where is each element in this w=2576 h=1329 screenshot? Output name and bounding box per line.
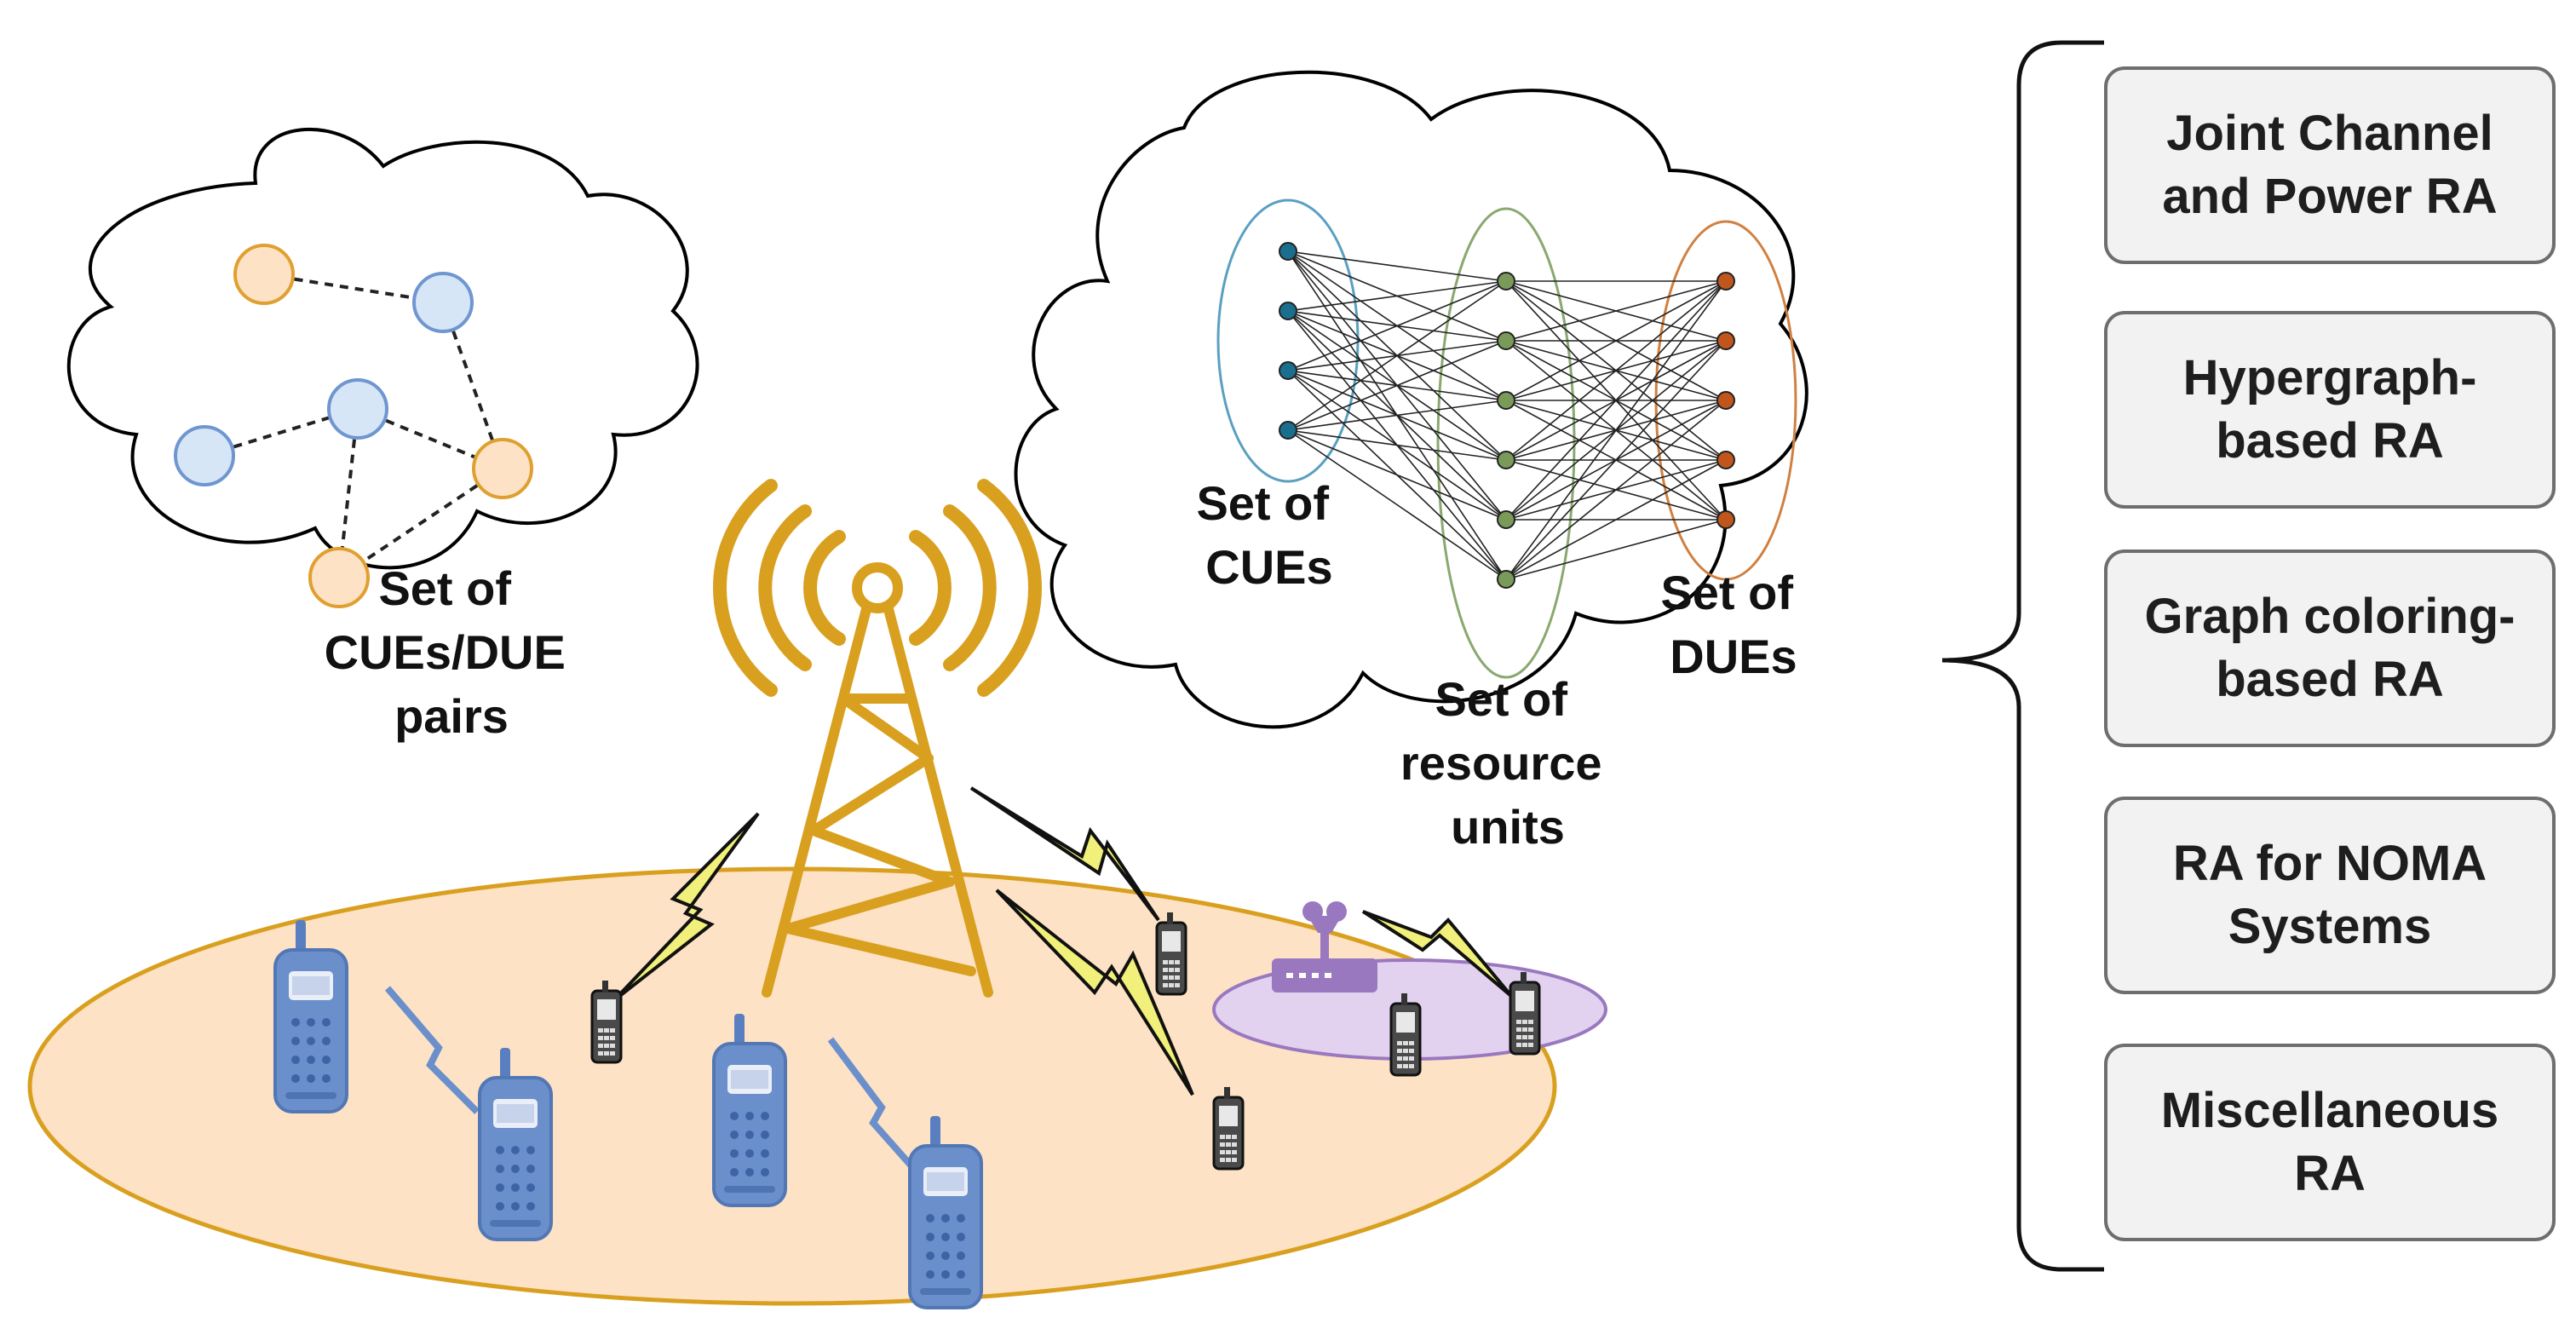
- ra-category-graph-coloring: Graph coloring-based RA: [2104, 549, 2556, 747]
- network-edge: [1287, 429, 1507, 461]
- resource-node: [1497, 451, 1515, 469]
- cues-label: Set of CUEs: [1196, 476, 1342, 594]
- orange-node: [308, 547, 370, 608]
- left-graph-nodes: [174, 244, 533, 608]
- network-edge: [1287, 340, 1507, 431]
- cue-group: [1216, 198, 1360, 483]
- blue-node: [174, 425, 235, 486]
- network-edge: [1505, 280, 1727, 401]
- base-station-tower: [713, 479, 1042, 998]
- cue-node: [1279, 421, 1297, 440]
- cellular-phone-icon: [1389, 992, 1422, 1077]
- left-cloud: [66, 128, 699, 570]
- network-edge: [1505, 280, 1727, 580]
- cellular-phone-icon: [1212, 1085, 1245, 1171]
- d2d-zigzag: [384, 986, 480, 1114]
- network-edge: [1287, 280, 1507, 371]
- network-edge: [1505, 340, 1727, 580]
- due-node: [1716, 331, 1735, 350]
- network-edge: [1505, 459, 1727, 580]
- orange-node: [472, 438, 533, 499]
- orange-node: [233, 244, 295, 305]
- network-edge: [1287, 429, 1507, 521]
- due-node: [1716, 272, 1735, 291]
- resource-node: [1497, 331, 1515, 350]
- network-edge: [1505, 519, 1727, 580]
- network-nodes: [1279, 242, 1735, 589]
- blue-node: [412, 272, 474, 333]
- network-edge: [1287, 250, 1507, 282]
- cue-node: [1279, 242, 1297, 261]
- d2d-links: [384, 986, 923, 1178]
- router-icon: [1272, 901, 1377, 992]
- cue-node: [1279, 361, 1297, 380]
- network-edge: [1287, 400, 1507, 431]
- network-edges: [1287, 250, 1727, 580]
- d2d-zigzag: [827, 1037, 923, 1178]
- network-edge: [1505, 280, 1727, 342]
- category-brace: [1941, 40, 2104, 1272]
- resource-group: [1436, 207, 1576, 679]
- cellular-phone-icon: [1509, 970, 1541, 1056]
- resource-node: [1497, 510, 1515, 529]
- middle-cloud: [1014, 70, 1808, 729]
- due-node: [1716, 510, 1735, 529]
- left-cloud-label: Set of CUEs/DUE pairs: [325, 561, 579, 743]
- due-node: [1716, 451, 1735, 469]
- cellular-phone-icon: [590, 979, 623, 1064]
- resource-node: [1497, 272, 1515, 291]
- lightning-bolt: [969, 786, 1160, 922]
- network-edge: [1287, 280, 1507, 431]
- blue-node: [327, 378, 388, 440]
- resource-node: [1497, 570, 1515, 589]
- network-edge: [1505, 280, 1727, 521]
- network-edge: [1505, 280, 1727, 461]
- resource-node: [1497, 391, 1515, 410]
- due-node: [1716, 391, 1735, 410]
- network-edge: [1287, 280, 1507, 312]
- network-edge: [1505, 400, 1727, 580]
- ra-category-hypergraph: Hypergraph-based RA: [2104, 311, 2556, 509]
- cue-node: [1279, 302, 1297, 320]
- dues-label: Set of DUEs: [1660, 566, 1806, 683]
- cellular-phone-icon: [1155, 911, 1187, 996]
- lightning-bolt: [995, 889, 1194, 1096]
- network-edge: [1287, 429, 1507, 580]
- resource-units-label: Set of resource units: [1400, 672, 1615, 854]
